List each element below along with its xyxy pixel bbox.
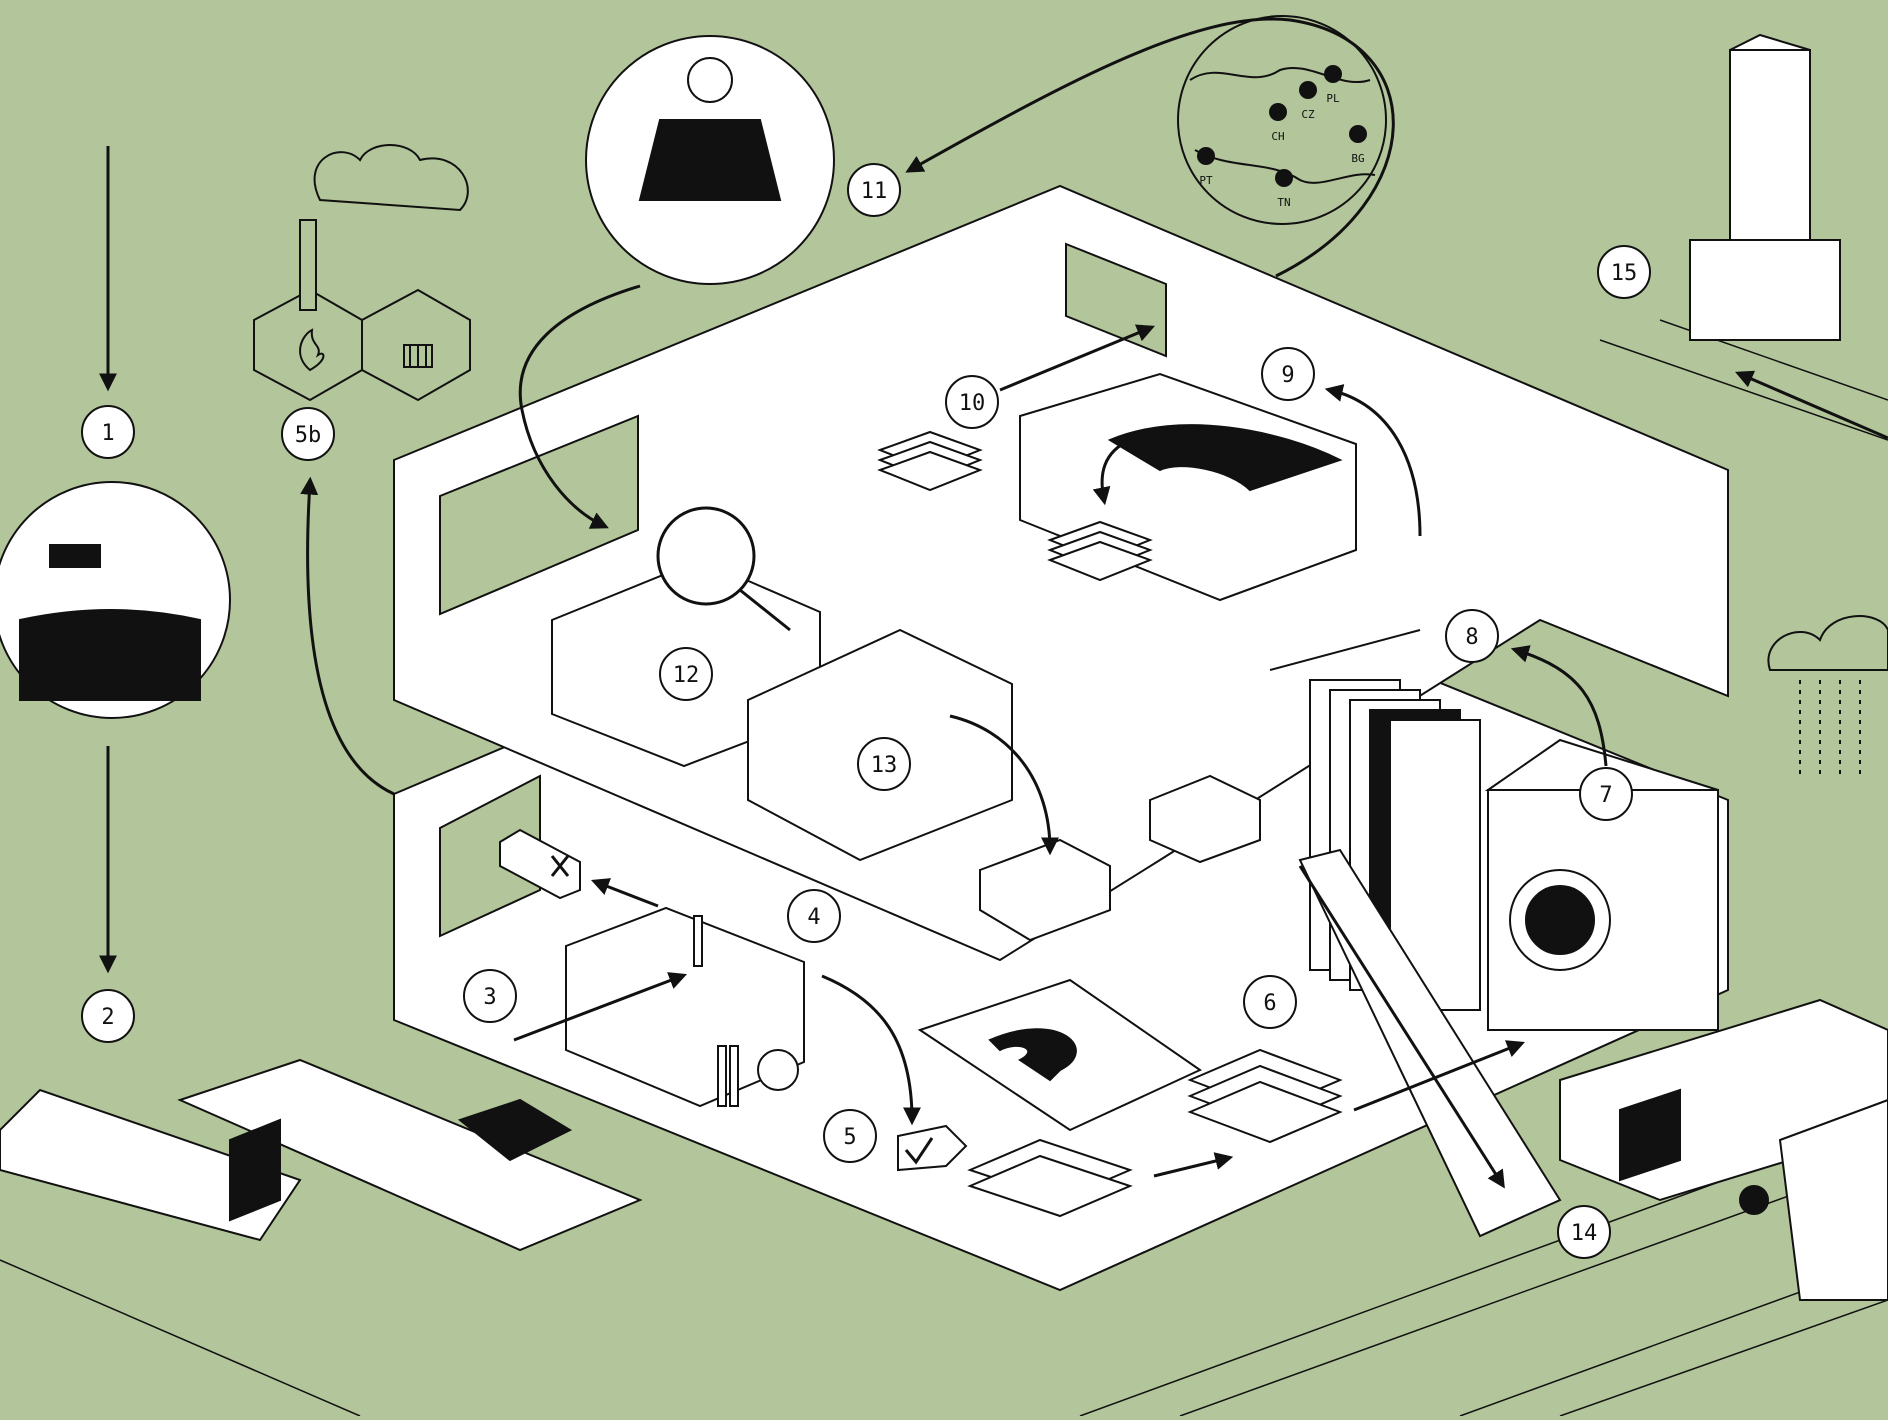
step-2: 2 — [81, 989, 135, 1043]
step-15: 15 — [1597, 245, 1651, 299]
step-1-label: 1 — [101, 421, 114, 446]
conveyor-ramp — [1298, 848, 1562, 1238]
step-14: 14 — [1557, 1205, 1611, 1259]
map-label-tn: TN — [1277, 196, 1290, 209]
step-10: 10 — [945, 375, 999, 429]
box-tower — [1689, 33, 1841, 341]
lab-bench — [565, 906, 805, 1108]
step-11: 11 — [847, 163, 901, 217]
map-pin-icon — [1324, 65, 1342, 83]
washing-machine — [1484, 738, 1719, 1031]
step-3-label: 3 — [483, 985, 496, 1010]
step-11-label: 11 — [861, 179, 888, 204]
step-1: 1 — [81, 405, 135, 459]
sewing-scene — [585, 35, 835, 285]
ground-lines — [0, 319, 1888, 1417]
step-3: 3 — [463, 969, 517, 1023]
rain-icon — [1799, 680, 1861, 780]
reject-tag — [499, 828, 581, 900]
map-pin-icon — [1349, 125, 1367, 143]
hanging-tarps — [1269, 629, 1481, 1011]
step-6-label: 6 — [1263, 991, 1276, 1016]
step-5: 5 — [823, 1109, 877, 1163]
step-8-label: 8 — [1465, 625, 1478, 650]
binoculars-scene — [0, 481, 231, 719]
step-10-label: 10 — [959, 391, 986, 416]
map-label-pt: PT — [1199, 174, 1213, 187]
step-15-label: 15 — [1611, 261, 1638, 286]
flame-icon — [299, 328, 325, 372]
magnifier-icon — [656, 506, 791, 632]
cross-icon — [550, 855, 570, 877]
step-7-label: 7 — [1599, 783, 1612, 808]
upper-floor — [393, 184, 1729, 962]
truck-14 — [1559, 998, 1888, 1301]
step-5-label: 5 — [843, 1125, 856, 1150]
step-13: 13 — [857, 737, 911, 791]
map-label-ch: CH — [1271, 130, 1284, 143]
step-5b-label: 5b — [295, 423, 322, 448]
map-pin-icon — [1299, 81, 1317, 99]
checkmark-icon — [904, 1137, 934, 1165]
map-label-bg: BG — [1351, 152, 1364, 165]
tarp-floor — [917, 978, 1203, 1132]
step-14-label: 14 — [1571, 1221, 1598, 1246]
approve-tag — [897, 1124, 968, 1172]
step-8: 8 — [1445, 609, 1499, 663]
step-4-label: 4 — [807, 905, 820, 930]
heat-factory — [253, 144, 471, 402]
step-12: 12 — [659, 647, 713, 701]
fabric-stack-upper — [877, 430, 1153, 582]
step-markers: 1 2 3 4 5 5b 6 7 8 9 10 11 12 13 14 15 — [81, 163, 1651, 1259]
map-pin-icon — [1269, 103, 1287, 121]
step-6: 6 — [1243, 975, 1297, 1029]
truck-unloading — [0, 1058, 643, 1252]
map-label-pl: PL — [1326, 92, 1340, 105]
map-pin-icon — [1197, 147, 1215, 165]
flow-arrows — [99, 17, 1888, 1189]
step-9-label: 9 — [1281, 363, 1294, 388]
map-pin-icon — [1275, 169, 1293, 187]
map-pins — [1197, 65, 1367, 187]
step-4: 4 — [787, 889, 841, 943]
radiator-icon — [403, 344, 433, 368]
step-7: 7 — [1579, 767, 1633, 821]
step-2-label: 2 — [101, 1005, 114, 1030]
pallet-stacks — [967, 1048, 1343, 1218]
map-labels: PL CZ CH BG PT TN — [1199, 92, 1364, 209]
map-label-cz: CZ — [1301, 108, 1315, 121]
inspection-area — [551, 558, 1013, 862]
step-12-label: 12 — [673, 663, 700, 688]
step-5b: 5b — [281, 407, 335, 461]
step-13-label: 13 — [871, 753, 898, 778]
step-9: 9 — [1261, 347, 1315, 401]
shipping-boxes — [979, 774, 1261, 942]
rain-cloud — [1767, 615, 1888, 780]
